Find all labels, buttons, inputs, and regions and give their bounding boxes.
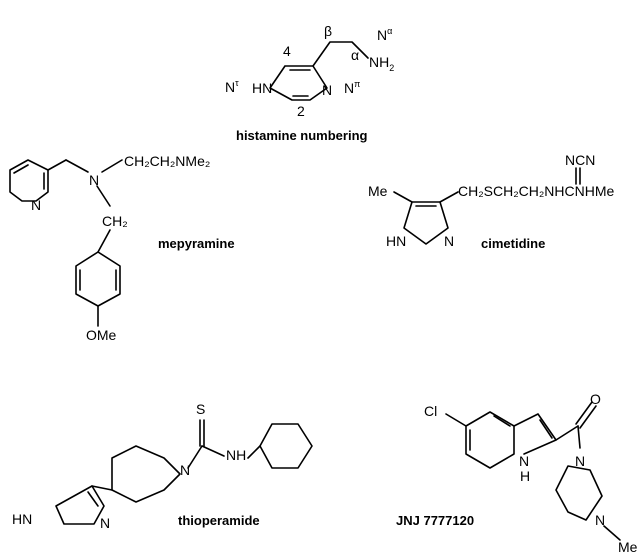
thioperamide-bond-c-nh	[201, 445, 225, 457]
mepyramine-phenyl-ring	[75, 251, 121, 307]
jnj-n-pip2: N	[595, 512, 605, 528]
cimetidine-ncn: NCN	[565, 152, 595, 168]
cimetidine-hn: HN	[386, 233, 406, 249]
jnj-bond-n-me	[603, 525, 621, 541]
histamine-n-ring: N	[322, 82, 332, 98]
jnj-o: O	[590, 391, 601, 407]
mepyramine-bond-n-chain	[101, 159, 123, 173]
thioperamide-s: S	[196, 401, 205, 417]
mepyramine-bond-c-n	[65, 159, 89, 173]
cimetidine-imidazole-ring	[403, 201, 449, 245]
mepyramine-ch2: CH₂	[102, 213, 128, 229]
thioperamide-bond-pip-im	[91, 485, 113, 491]
cimetidine-structure: Me HN N NCN CH₂SCH₂CH₂NHCNHMe cimetidine	[368, 152, 615, 251]
jnj-cl: Cl	[424, 403, 437, 419]
cimetidine-name: cimetidine	[481, 236, 545, 251]
mepyramine-pyridine-ring	[9, 159, 49, 202]
histamine-alpha: α	[351, 47, 359, 63]
mepyramine-chain: CH₂CH₂NMe₂	[124, 153, 210, 169]
jnj-bond-cl	[445, 413, 467, 427]
thioperamide-n-im: N	[100, 515, 110, 531]
histamine-ring-bonds	[269, 65, 328, 101]
jnj-pyrrole-bonds	[513, 413, 557, 455]
mepyramine-bond-n-ch2	[96, 185, 111, 207]
jnj-me: Me	[618, 539, 637, 555]
histamine-n-pi: Nπ	[344, 79, 360, 96]
histamine-pos-4: 4	[283, 43, 291, 59]
jnj-n-pip1: N	[575, 453, 585, 469]
histamine-side-chain	[312, 41, 369, 67]
cimetidine-n: N	[444, 233, 454, 249]
histamine-caption: histamine numbering	[236, 128, 368, 143]
mepyramine-ome: OMe	[86, 327, 117, 343]
cimetidine-bond-me	[393, 191, 413, 203]
thioperamide-bond-n-c	[187, 445, 203, 469]
histamine-beta: β	[324, 23, 332, 39]
thioperamide-nh: NH	[226, 447, 246, 463]
histamine-pos-2: 2	[297, 103, 305, 119]
jnj-name: JNJ 7777120	[396, 513, 474, 528]
jnj-pyrrole-db	[539, 419, 553, 439]
jnj-bond-c-n	[577, 425, 581, 449]
mepyramine-bond-ring-n	[47, 159, 67, 171]
mepyramine-pyridine-n: N	[31, 197, 41, 213]
thioperamide-cyclohexyl-ring	[259, 423, 313, 469]
cimetidine-chain: CH₂SCH₂CH₂NHCNHMe	[458, 183, 615, 199]
jnj-n-indole: N	[519, 453, 529, 469]
histamine-structure: 4 β α Nα NH2 Nτ HN N Nπ 2 histamine numb…	[225, 23, 394, 143]
histamine-n-alpha: Nα	[377, 26, 392, 43]
thioperamide-im-db	[87, 491, 99, 507]
jnj-structure: Cl N H O N N Me JNJ 7777120	[396, 391, 637, 555]
jnj-co-double-1	[575, 401, 593, 425]
jnj-piperazine-ring	[555, 465, 603, 521]
thioperamide-imidazole-ring	[55, 485, 105, 525]
thioperamide-hn: HN	[12, 511, 32, 527]
jnj-co-double-2	[579, 405, 597, 429]
thioperamide-structure: S N NH HN N thioperamide	[12, 401, 313, 531]
thioperamide-bond-nh-cy	[247, 445, 261, 459]
mepyramine-bond-ch2-ring	[97, 229, 111, 253]
mepyramine-structure: N N CH₂CH₂NMe₂ CH₂ OMe mepyramine	[9, 153, 235, 343]
histamine-nh2: NH2	[369, 54, 394, 73]
jnj-benzene-db2	[493, 415, 511, 427]
jnj-bond-co	[555, 425, 579, 441]
thioperamide-piperidine-ring	[111, 445, 181, 503]
jnj-benzene-ring	[465, 411, 515, 469]
jnj-h-indole: H	[520, 468, 530, 484]
mepyramine-name: mepyramine	[158, 236, 235, 251]
histamine-n-tau: Nτ	[225, 78, 239, 95]
mepyramine-pyridine-db1	[13, 164, 29, 174]
histamine-hn: HN	[252, 80, 272, 96]
cimetidine-me: Me	[368, 183, 388, 199]
thioperamide-n-pip: N	[180, 462, 190, 478]
cimetidine-bond-chain	[439, 191, 459, 203]
mepyramine-amine-n: N	[89, 172, 99, 188]
thioperamide-name: thioperamide	[178, 513, 260, 528]
